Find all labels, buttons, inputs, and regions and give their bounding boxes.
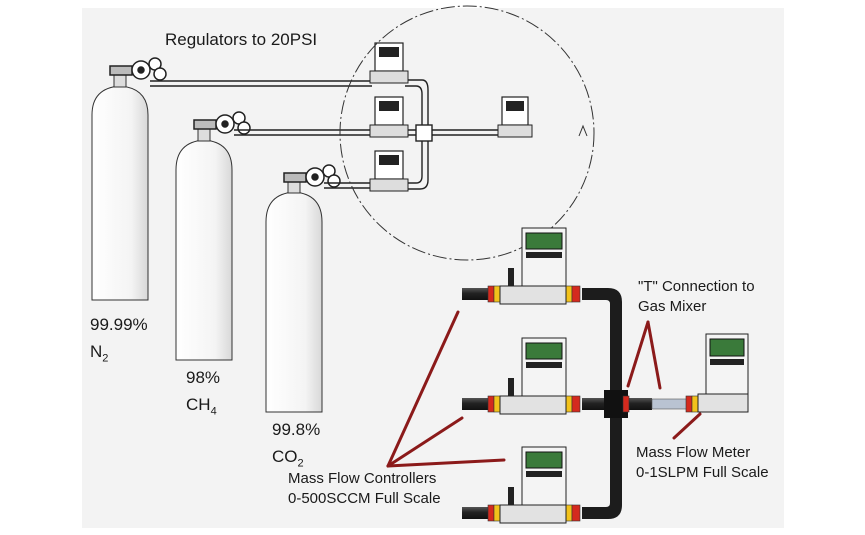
mass-flow-meter-label-line1: Mass Flow Meter	[636, 444, 751, 461]
upper-flow-meter	[497, 96, 533, 138]
n2-purity-label: 99.99%	[90, 315, 148, 334]
mass-flow-controller-3	[499, 446, 567, 524]
regulator-ch4	[193, 111, 251, 135]
lower-tubing	[462, 288, 699, 519]
upper-controller-1	[369, 42, 409, 84]
mass-flow-controllers-label-line2: 0-500SCCM Full Scale	[288, 490, 441, 507]
detail-circle	[339, 5, 595, 261]
mass-flow-controllers-label-line1: Mass Flow Controllers	[288, 470, 437, 487]
regulator-co2	[283, 164, 341, 188]
mass-flow-meter-label-line2: 0-1SLPM Full Scale	[636, 464, 769, 481]
n2-formula-label: N2	[90, 342, 109, 365]
pointer-lines	[386, 310, 702, 468]
regulator-n2	[109, 57, 167, 81]
upper-controller-3	[369, 150, 409, 192]
ch4-purity-label: 98%	[186, 368, 221, 387]
upper-controller-2	[369, 96, 409, 138]
mass-flow-controller-1	[499, 227, 567, 305]
cylinder-ch4	[175, 126, 233, 361]
t-connection-label-line1: "T" Connection to	[638, 278, 755, 295]
mass-flow-meter	[697, 333, 749, 413]
ch4-formula-label: CH4	[186, 395, 217, 418]
regulators-title: Regulators to 20PSI	[165, 30, 318, 49]
t-connection-label-line2: Gas Mixer	[638, 298, 707, 315]
gas-lines-upper	[150, 79, 500, 190]
cylinder-n2	[91, 72, 149, 301]
co2-purity-label: 99.8%	[272, 420, 321, 439]
lower-fittings	[487, 285, 699, 522]
mass-flow-controller-2	[499, 337, 567, 415]
cylinder-co2	[265, 178, 323, 413]
co2-formula-label: CO2	[272, 447, 304, 470]
